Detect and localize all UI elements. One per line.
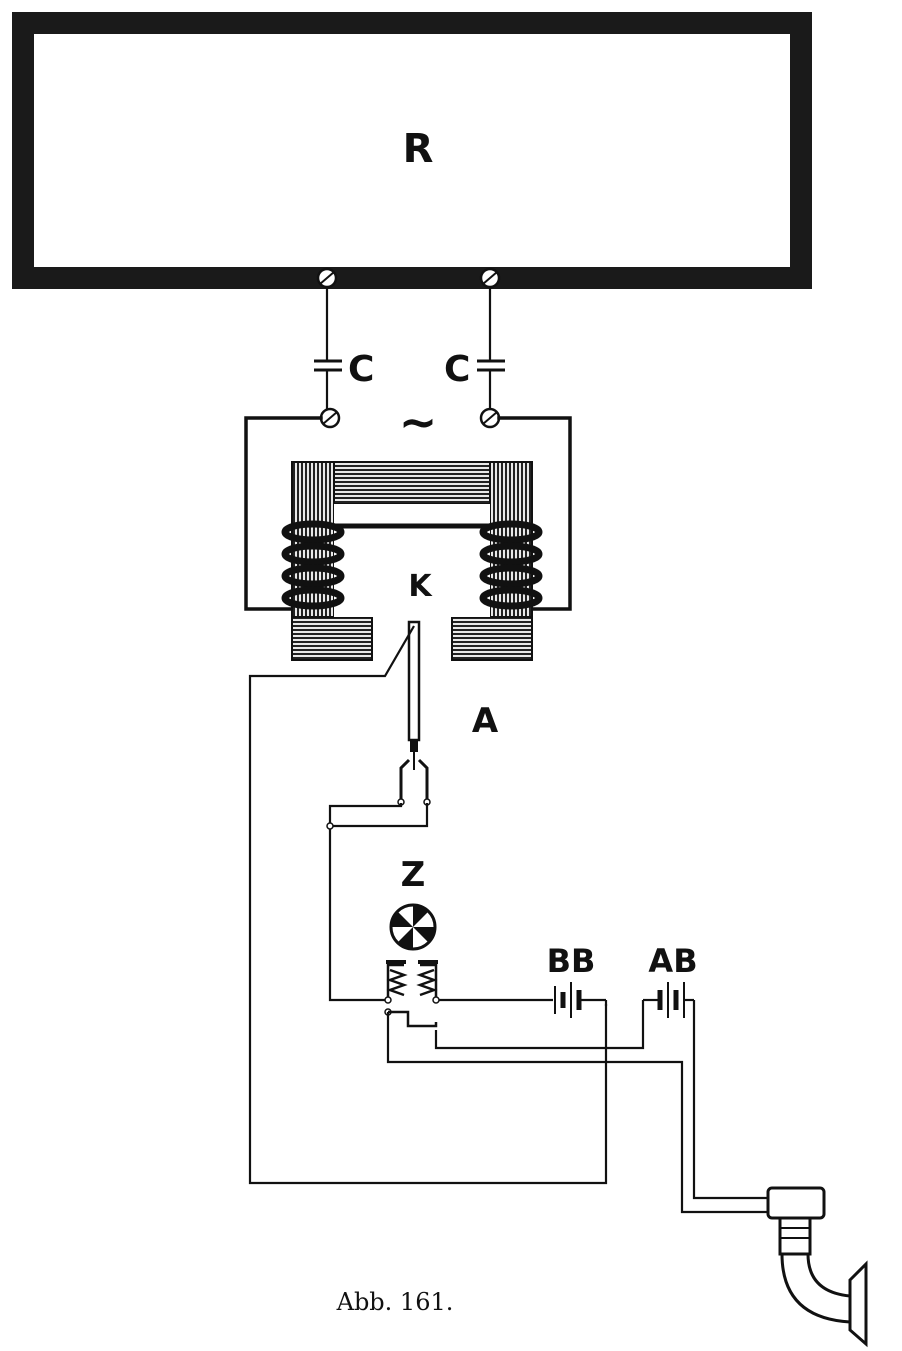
wire-spring-right: [330, 803, 429, 828]
antenna-label: R: [403, 126, 434, 172]
wire-phone-b: [692, 1000, 770, 1200]
coil-left: [281, 520, 345, 610]
contact-springs: [397, 758, 431, 806]
frame-terminal-left: [316, 267, 338, 289]
battery-bb-label: BB: [547, 942, 596, 980]
contact-label: K: [408, 569, 433, 604]
battery-ab: [643, 982, 694, 1018]
wire-left-coil-loop: [244, 416, 323, 611]
coil-terminal-left: [319, 407, 341, 429]
wire-spring-left: [328, 803, 403, 1002]
wire-outer-return: [248, 625, 608, 1185]
coil-right: [479, 520, 543, 610]
interrupter-windings: [384, 960, 440, 1028]
interrupter-wheel: [389, 903, 437, 951]
wire-right-coil-loop: [497, 416, 572, 611]
figure-caption: Abb. 161.: [336, 1288, 454, 1316]
capacitor-right: [477, 287, 505, 409]
armature-label: A: [472, 701, 499, 741]
receiver-horn: [766, 1186, 868, 1348]
capacitor-right-label: C: [444, 349, 470, 390]
coil-terminal-right: [479, 407, 501, 429]
capacitor-left: [314, 287, 342, 409]
wire-phone-a: [386, 1012, 770, 1214]
battery-bb: [439, 982, 608, 1018]
armature-reed: [407, 620, 421, 770]
capacitor-left-label: C: [348, 349, 374, 390]
frame-terminal-right: [479, 267, 501, 289]
interrupter-label: Z: [401, 855, 426, 895]
wire-ab-left: [434, 1000, 645, 1050]
battery-ab-label: AB: [648, 942, 697, 980]
antenna-frame: [12, 12, 812, 289]
junction-dot: [326, 822, 334, 830]
ac-symbol: ~: [399, 395, 438, 449]
